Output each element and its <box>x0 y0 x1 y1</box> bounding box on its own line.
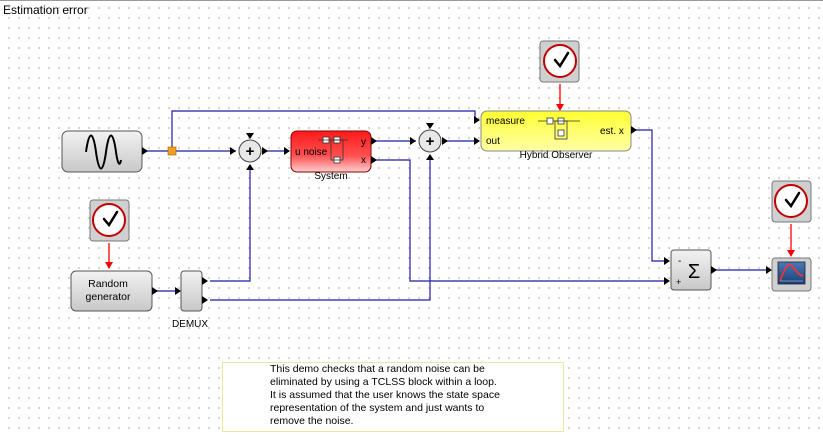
system-block[interactable]: u noise y x System <box>284 130 377 182</box>
scope-trace-icon <box>779 264 804 282</box>
description-note-text: This demo checks that a random noise can… <box>270 363 500 427</box>
clock-icon <box>784 191 801 209</box>
hybrid-observer-block[interactable]: measure out est. x Hybrid Observer <box>474 110 637 161</box>
random-generator-label-2: generator <box>86 291 131 303</box>
observer-superblock-icon <box>538 117 580 140</box>
link-system-x-sum[interactable] <box>372 159 664 282</box>
sine-generator-block[interactable] <box>61 130 148 173</box>
summation-block[interactable]: - + Σ <box>664 249 717 291</box>
adder-2[interactable]: + <box>410 123 448 160</box>
clock-icon <box>553 51 570 69</box>
split-point[interactable] <box>167 146 177 156</box>
system-output-x-label: x <box>361 155 366 166</box>
system-input-label: u noise <box>295 147 328 158</box>
superblock-icon <box>318 136 348 164</box>
system-output-y-label: y <box>361 137 366 148</box>
sum-symbol: Σ <box>688 261 700 283</box>
scope-screen <box>777 261 806 285</box>
observer-input-measure: measure <box>486 116 525 127</box>
sum-minus-label: - <box>678 256 681 267</box>
demux-label: DEMUX <box>172 319 208 330</box>
demux-block[interactable]: DEMUX <box>172 270 208 330</box>
observer-label: Hybrid Observer <box>520 150 593 161</box>
clock-icon <box>102 210 119 228</box>
system-label: System <box>314 171 347 182</box>
clock-block-random[interactable] <box>89 199 130 242</box>
link-observer-sum[interactable] <box>634 129 664 262</box>
adder-1-symbol: + <box>246 143 255 160</box>
observer-input-out: out <box>486 136 500 147</box>
adder-2-symbol: + <box>426 133 435 150</box>
link-demux-adder1[interactable] <box>210 168 251 282</box>
sum-plus-label: + <box>676 277 681 287</box>
scope-block[interactable] <box>766 257 812 292</box>
link-demux-adder2[interactable] <box>210 158 431 301</box>
canvas-top-border <box>0 0 823 1</box>
random-generator-label-1: Random <box>88 278 128 290</box>
random-generator-block[interactable]: Random generator <box>70 270 158 312</box>
adder-1[interactable]: + <box>230 133 268 170</box>
description-note[interactable]: This demo checks that a random noise can… <box>222 362 564 432</box>
diagram-title: Estimation error <box>3 3 88 17</box>
observer-output-label: est. x <box>600 126 624 137</box>
sine-wave-icon <box>85 134 122 170</box>
clock-block-scope[interactable] <box>771 180 812 223</box>
event-links <box>105 84 795 269</box>
clock-block-observer[interactable] <box>539 40 580 83</box>
link-split-observer-measure[interactable] <box>171 110 476 151</box>
